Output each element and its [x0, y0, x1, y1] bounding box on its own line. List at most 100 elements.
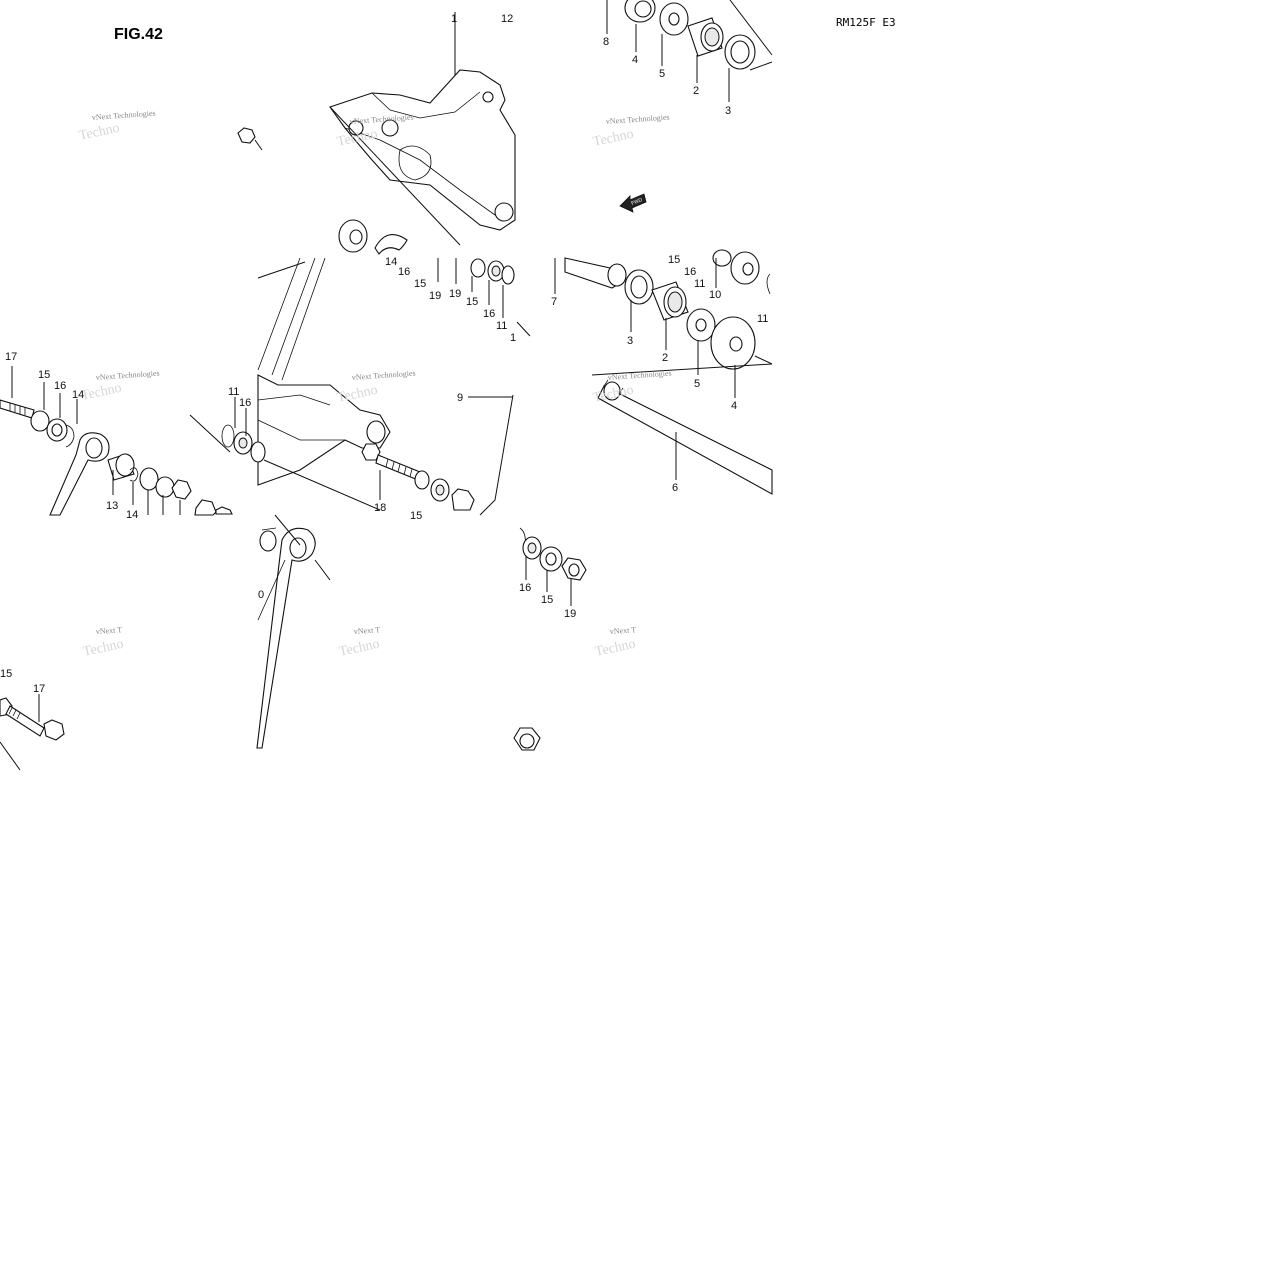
bearing-part [651, 281, 689, 321]
forward-arrow-icon: FWD [619, 193, 647, 213]
tile-center: Techno vNext Technologies [189, 257, 514, 516]
callout-label: 16 [684, 266, 696, 278]
callout-label: 5 [694, 378, 700, 390]
watermark: Techno vNext Technologies [336, 369, 416, 406]
svg-text:vNext T: vNext T [610, 625, 637, 636]
callout-label: 11 [228, 386, 239, 398]
callout-label: 14 [126, 509, 138, 521]
watermark: Techno vNext Technologies [78, 109, 156, 144]
callout-label: 19 [429, 290, 441, 302]
tile-top-right: FWD Techno vNext Technologies [592, 0, 773, 213]
callout-label: 14 [72, 389, 84, 401]
callout-label: 16 [398, 266, 410, 278]
callout-label: 15 [466, 296, 478, 308]
bushing-part [338, 219, 515, 285]
svg-text:vNext Technologies: vNext Technologies [92, 109, 156, 122]
cushion-rod-part [256, 527, 316, 749]
tile-top-middle: Techno vNext Technologies [329, 12, 516, 285]
bushing-part [712, 249, 771, 295]
callout-label: 9 [457, 392, 463, 404]
callout-label: 6 [672, 482, 678, 494]
bolt-part [361, 443, 475, 511]
callout-label: 19 [449, 288, 461, 300]
svg-text:vNext Technologies: vNext Technologies [350, 113, 414, 126]
spacer-part [710, 316, 756, 370]
tile-middle-right: Techno vNext Technologies [554, 249, 773, 495]
callout-label: 8 [603, 36, 609, 48]
tile-bottom-right: Techno vNext T [513, 527, 637, 751]
bushing-part [107, 453, 233, 516]
callout-label: 14 [385, 256, 397, 268]
svg-text:vNext T: vNext T [354, 625, 381, 636]
callout-label: 2 [693, 85, 699, 97]
callout-label: 15 [410, 510, 422, 522]
callout-label: 15 [414, 278, 426, 290]
callout-label: 16 [519, 582, 531, 594]
washer-part [522, 536, 563, 572]
nut-part [237, 127, 263, 151]
callout-label: 16 [483, 308, 495, 320]
callout-label: 1 [510, 332, 516, 344]
callout-label: 15 [668, 254, 680, 266]
callout-label: 5 [659, 68, 665, 80]
callout-label: 10 [709, 289, 721, 301]
bushing-part [259, 527, 277, 552]
bearing-part [687, 17, 724, 57]
watermark: Techno vNext Technologies [592, 113, 670, 150]
svg-text:Techno: Techno [78, 121, 121, 144]
callout-label: 4 [731, 400, 737, 412]
callout-label: 12 [501, 13, 513, 25]
callout-label: 11 [694, 278, 705, 290]
callout-label: 0 [258, 589, 264, 601]
watermark: Techno vNext Technologies [592, 369, 672, 406]
svg-text:vNext Technologies: vNext Technologies [352, 369, 416, 382]
svg-text:vNext Technologies: vNext Technologies [96, 369, 160, 382]
washer-part [30, 410, 75, 448]
cushion-lever-part [329, 69, 516, 246]
figure-title: FIG.42 [114, 26, 163, 43]
callout-label: 4 [632, 54, 638, 66]
watermark: Techno vNext T [82, 625, 125, 660]
callout-label: 1 [451, 13, 457, 25]
callout-label: 11 [757, 313, 768, 325]
tile-top-left: Techno vNext Technologies [78, 109, 263, 151]
callout-label: 11 [496, 320, 507, 332]
callout-label: 15 [541, 594, 553, 606]
washer-part [659, 2, 689, 36]
svg-text:FWD: FWD [631, 197, 644, 207]
callout-label: 15 [0, 668, 12, 680]
callout-label: 18 [374, 502, 386, 514]
model-code: RM125F E3 [836, 16, 896, 29]
watermark: Techno vNext T [338, 625, 381, 660]
svg-text:vNext T: vNext T [96, 625, 123, 636]
bolt-part [0, 399, 35, 419]
callout-label: 16 [239, 397, 251, 409]
nut-part [513, 557, 587, 751]
tile-middle-left: Techno vNext Technologies [0, 366, 233, 516]
callout-label: 3 [725, 105, 731, 117]
cushion-rod-part [49, 432, 110, 516]
callout-label: 15 [38, 369, 50, 381]
spacer-part [624, 0, 656, 23]
callout-label: 3 [627, 335, 633, 347]
spacer-part [564, 257, 627, 289]
pivot-shaft-part [597, 379, 773, 495]
oil-seal-part [724, 34, 756, 70]
svg-text:Techno: Techno [82, 637, 125, 660]
svg-text:Techno: Techno [594, 637, 637, 660]
callout-label: 2 [662, 352, 668, 364]
svg-text:Techno: Techno [336, 383, 379, 406]
callout-label: 17 [5, 351, 17, 363]
svg-text:Techno: Techno [80, 381, 123, 404]
watermark: Techno vNext Technologies [80, 369, 160, 404]
svg-text:Techno: Techno [592, 127, 635, 150]
cushion-rod-part [257, 257, 391, 486]
svg-text:vNext Technologies: vNext Technologies [608, 369, 672, 382]
callout-labels: 1 12 8 4 5 2 3 14 16 15 19 19 15 16 11 1… [0, 13, 768, 695]
tile-bottom-center: Techno vNext T [256, 514, 381, 749]
callout-label: 17 [33, 683, 45, 695]
callout-label: 7 [551, 296, 557, 308]
callout-label: 13 [106, 500, 118, 512]
svg-text:vNext Technologies: vNext Technologies [606, 113, 670, 126]
oil-seal-part [624, 269, 654, 305]
